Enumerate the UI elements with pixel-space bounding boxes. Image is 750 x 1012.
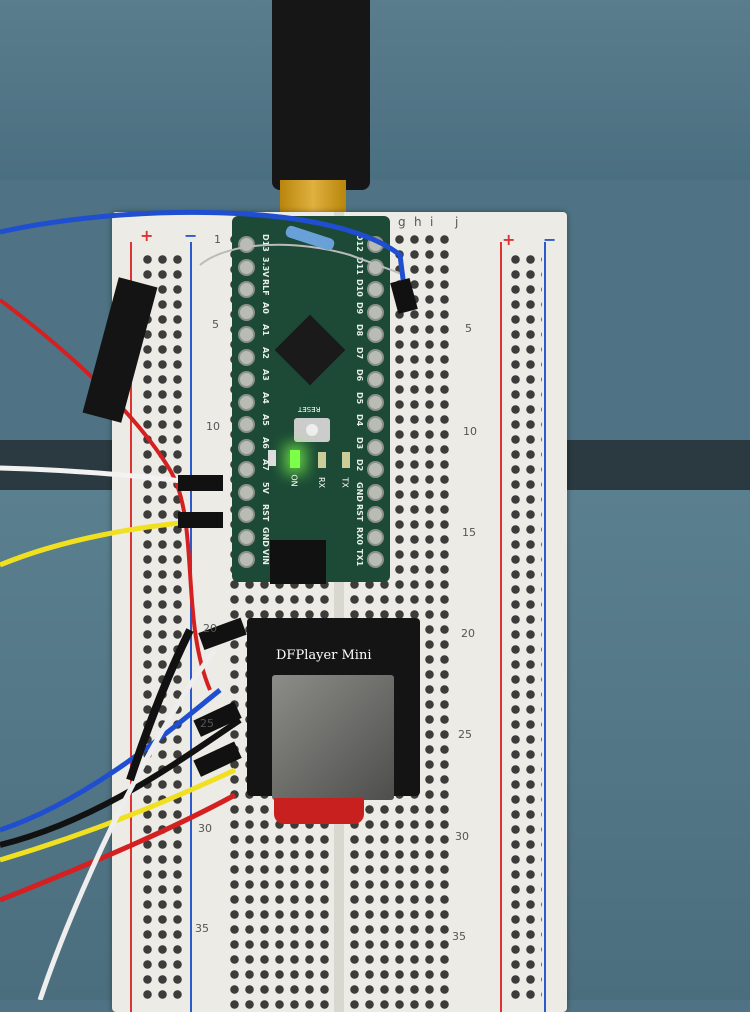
power-led (290, 450, 300, 468)
wire-red-top (0, 298, 212, 691)
resistor-lead (199, 243, 406, 276)
row-25-right: 25 (458, 728, 472, 741)
nano-pin-right (367, 348, 384, 366)
row-35-right: 35 (452, 930, 466, 943)
rail-plus-left: + (140, 226, 154, 245)
row-20: 20 (203, 622, 217, 635)
col-j: j (455, 215, 459, 229)
row-25: 25 (200, 717, 214, 730)
left-rail-holes (140, 252, 185, 1002)
female-header-black (82, 277, 158, 423)
rail-blue-line (190, 242, 192, 1012)
jumper-end-black (390, 277, 418, 315)
nano-pin-right (367, 326, 384, 343)
led-rx (318, 452, 326, 468)
nano-pin-right (367, 438, 384, 456)
row-5: 5 (212, 318, 219, 331)
right-rail-holes (508, 252, 542, 1002)
col-h: h (414, 215, 422, 229)
nano-pin-right (367, 461, 384, 478)
nano-pin-right (367, 528, 384, 546)
arduino-nano-board (232, 216, 390, 582)
usb-cable (272, 0, 370, 190)
wire-black-left (126, 628, 194, 782)
reset-button-cap (306, 424, 318, 436)
sd-card-slot (272, 675, 394, 800)
nano-pin-right (367, 483, 384, 501)
row-10-right: 10 (463, 425, 477, 438)
row-35: 35 (195, 922, 209, 935)
jumper-end-black (178, 475, 223, 491)
row-20-right: 20 (461, 627, 475, 640)
nano-pin-left (238, 303, 255, 321)
jumper-end-black (178, 512, 223, 528)
nano-pin-left (238, 438, 255, 456)
rail-plus-right: + (502, 230, 516, 249)
jumper-end-black (193, 701, 242, 737)
led-tx (342, 452, 350, 468)
col-i: i (430, 215, 434, 229)
wire-black-bottom (0, 717, 242, 848)
row-30-right: 30 (455, 830, 469, 843)
nano-pin-right (367, 506, 384, 523)
resistor (285, 225, 335, 251)
wire-yellow-bottom (0, 767, 237, 863)
nano-pin-left (238, 528, 255, 546)
nano-pin-left (238, 258, 255, 276)
rail-minus-right: − (543, 230, 557, 249)
nano-pin-left (238, 506, 255, 523)
jumper-end-black (198, 617, 247, 650)
nano-pin-right (367, 303, 384, 321)
row-15-right: 15 (462, 526, 476, 539)
wire-blue-top (0, 209, 408, 296)
nano-pin-right (367, 551, 384, 568)
nano-pin-left (238, 461, 255, 478)
nano-pin-right (367, 416, 384, 433)
nano-pin-left (238, 416, 255, 433)
sd-card[interactable] (274, 798, 364, 824)
nano-pin-right (367, 281, 384, 298)
nano-pin-left (238, 236, 255, 253)
row-10: 10 (206, 420, 220, 433)
nano-pin-left (238, 551, 255, 568)
row-30: 30 (198, 822, 212, 835)
rail-red-line (130, 242, 132, 1012)
rail-minus-left: − (184, 226, 198, 245)
led-l (268, 450, 276, 466)
nano-pin-left (238, 326, 255, 343)
nano-pin-right (367, 371, 384, 388)
rail-blue-line-right (544, 242, 546, 1012)
icsp-header (270, 540, 326, 584)
row-5-right: 5 (465, 322, 472, 335)
row-1: 1 (214, 233, 221, 246)
rail-red-line-right (500, 242, 502, 1012)
nano-pin-left (238, 281, 255, 298)
reset-button[interactable] (294, 418, 330, 442)
nano-pin-right (367, 393, 384, 411)
col-g: g (398, 215, 406, 229)
nano-pin-left (238, 393, 255, 411)
wire-blue-bottom (0, 688, 222, 833)
wire-red-bottom (0, 792, 237, 903)
nano-pin-left (238, 483, 255, 501)
wire-white-bottom (37, 648, 217, 1000)
dfplayer-title: DFPlayer Mini (276, 648, 372, 663)
nano-pin-left (238, 348, 255, 366)
nano-pin-left (238, 371, 255, 388)
wood-plank (0, 0, 750, 180)
jumper-end-black (193, 741, 242, 777)
center-channel (334, 212, 344, 1012)
